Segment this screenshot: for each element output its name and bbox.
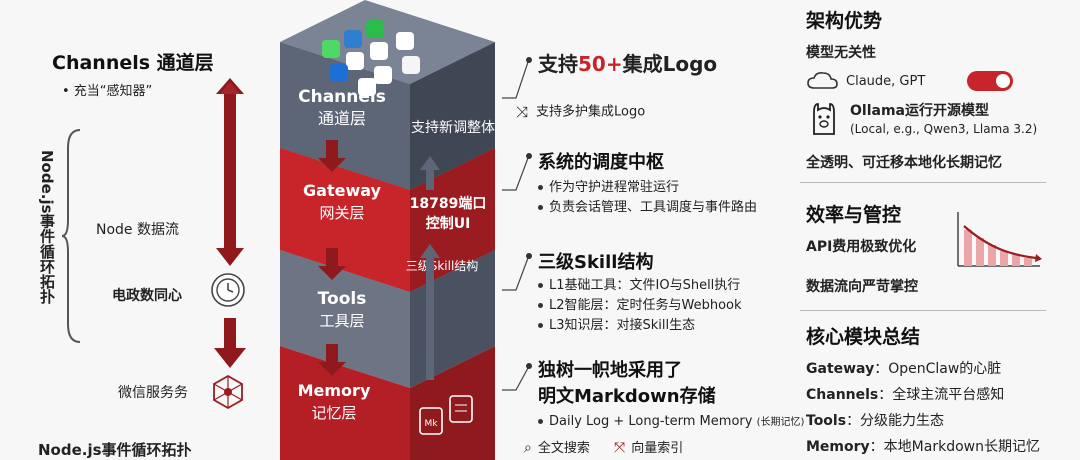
document-icon <box>449 395 473 423</box>
memory-item: Daily Log + Long-term Memory (长期记忆) <box>538 412 804 433</box>
search-icon: ⌕ <box>524 440 532 456</box>
logo-title-prefix: 支持 <box>538 52 578 76</box>
left-flow-arrows <box>214 78 246 368</box>
fulltext-search-label: 全文搜索 <box>537 441 590 456</box>
gateway-item: 负责会话管理、工具调度与事件路由 <box>538 198 757 218</box>
search-options: ⌕ 全文搜索 ⤧ 向量索引 <box>524 438 683 459</box>
arch-advantages-title: 架构优势 <box>806 10 883 32</box>
module-item: Channels：全球主流平台感知 <box>806 387 1005 403</box>
module-list: Gateway：OpenClaw的心脏 Channels：全球主流平台感知 To… <box>806 356 1040 460</box>
shuffle-icon: ⤨ <box>516 103 529 121</box>
memory-block-en: Memory <box>298 381 371 400</box>
gateway-block-cn: 网关层 <box>319 204 364 222</box>
logo-title-number: 50+ <box>578 52 623 76</box>
tools-block-side: 三级Skill结构 <box>406 258 479 273</box>
logo-sub-text: 支持多护集成Logo <box>536 104 646 120</box>
memory-block-cn: 记忆层 <box>311 404 356 422</box>
footer-topology-label: Node.js事件循环拓扑 <box>38 441 192 459</box>
module-item: Tools：分级能力生态 <box>806 413 945 429</box>
data-flow-label: 数据流向严苛掌控 <box>806 279 918 295</box>
node-flow-label: Node 数据流 <box>96 222 179 238</box>
module-item: Gateway：OpenClaw的心脏 <box>806 361 1002 377</box>
toggle-knob <box>996 74 1011 88</box>
transparent-memory-label: 全透明、可迁移本地化长期记忆 <box>806 155 1002 171</box>
left-brace-icon <box>61 129 81 343</box>
model-toggle[interactable] <box>967 71 1014 91</box>
gateway-block-ui: 控制UI <box>426 215 471 232</box>
vertical-label-part3: 拓扑 <box>38 273 56 304</box>
logo-support-title: 支持50+集成Logo <box>538 48 717 77</box>
double-arrow-icon <box>216 78 244 266</box>
markdown-file-icon: Mk <box>419 407 443 435</box>
claude-gpt-text: Claude, GPT <box>846 73 926 89</box>
network-cube-icon <box>213 374 243 410</box>
ollama-subtitle: (Local, e.g., Qwen3, Llama 3.2) <box>850 122 1038 136</box>
skill-item: L1基础工具：文件IO与Shell执行 <box>538 276 742 296</box>
ollama-row: Ollama运行开源模型 (Local, e.g., Qwen3, Llama … <box>806 100 1037 136</box>
claude-gpt-row: Claude, GPT <box>806 70 1014 92</box>
skill-item: L2智能层：定时任务与Webhook <box>538 296 742 316</box>
memory-title-line2: 明文Markdown存储 <box>538 386 716 407</box>
right-divider <box>800 310 1046 311</box>
vertical-topology-label: Node.js事件 循环 拓扑 <box>38 150 60 304</box>
app-icons-grid <box>322 20 420 96</box>
channels-block-cn: 通道层 <box>318 109 366 128</box>
memory-item-text: Daily Log + Long-term Memory <box>549 414 753 429</box>
right-divider <box>800 182 1046 183</box>
vertical-label-part2: 循环 <box>38 243 56 274</box>
inner-flow-arrows <box>318 140 440 380</box>
tools-block-en: Tools <box>318 289 367 309</box>
clock-icon <box>211 273 245 307</box>
vertical-label-part1: Node.js事件 <box>38 150 56 244</box>
decline-chart-icon <box>957 212 1042 267</box>
api-cost-label: API费用极致优化 <box>806 239 917 255</box>
logo-support-sub: ⤨ 支持多护集成Logo <box>516 102 645 123</box>
logo-title-suffix: 集成Logo <box>622 52 718 76</box>
layer-stack-diagram: Channels 通道层 支持新调整体 Gateway 网关层 18789端口 … <box>280 0 495 460</box>
gateway-items: 作为守护进程常驻运行 负责会话管理、工具调度与事件路由 <box>538 178 757 218</box>
wechat-service-label: 微信服务务 <box>118 385 188 401</box>
tools-block-cn: 工具层 <box>319 312 364 330</box>
vector-index-icon: ⤧ <box>614 440 626 456</box>
gateway-item: 作为守护进程常驻运行 <box>538 178 757 198</box>
llama-icon <box>813 103 835 135</box>
svg-text:Mk: Mk <box>425 419 439 429</box>
gateway-block-port: 18789端口 <box>410 195 487 212</box>
efficiency-title: 效率与管控 <box>806 204 902 226</box>
channels-block-side: 支持新调整体 <box>411 120 495 136</box>
memory-item-small: (长期记忆) <box>756 417 805 428</box>
modules-title: 核心模块总结 <box>806 326 921 348</box>
skill-items: L1基础工具：文件IO与Shell执行 L2智能层：定时任务与Webhook L… <box>538 276 742 336</box>
module-item: Memory：本地Markdown长期记忆 <box>806 439 1040 455</box>
center-label: 电政数同心 <box>112 288 182 304</box>
cloud-icon <box>807 72 838 89</box>
channels-block-en: Channels <box>298 87 386 107</box>
memory-title-line1: 独树一帜地采用了 <box>538 360 682 381</box>
skill-item: L3知识层：对接Skill生态 <box>538 316 742 336</box>
gateway-hub-title: 系统的调度中枢 <box>538 152 664 173</box>
vector-index-label: 向量索引 <box>631 441 684 456</box>
gateway-block-en: Gateway <box>303 181 382 200</box>
model-agnostic-label: 模型无关性 <box>806 45 876 61</box>
callout-connectors <box>502 57 532 391</box>
down-arrow-icon <box>214 318 246 368</box>
skill-structure-title: 三级Skill结构 <box>538 252 654 273</box>
ollama-title: Ollama运行开源模型 <box>850 103 989 119</box>
memory-block <box>280 346 495 460</box>
channels-layer-subtitle: • 充当“感知器” <box>62 84 153 99</box>
channels-layer-title: Channels 通道层 <box>52 52 214 74</box>
